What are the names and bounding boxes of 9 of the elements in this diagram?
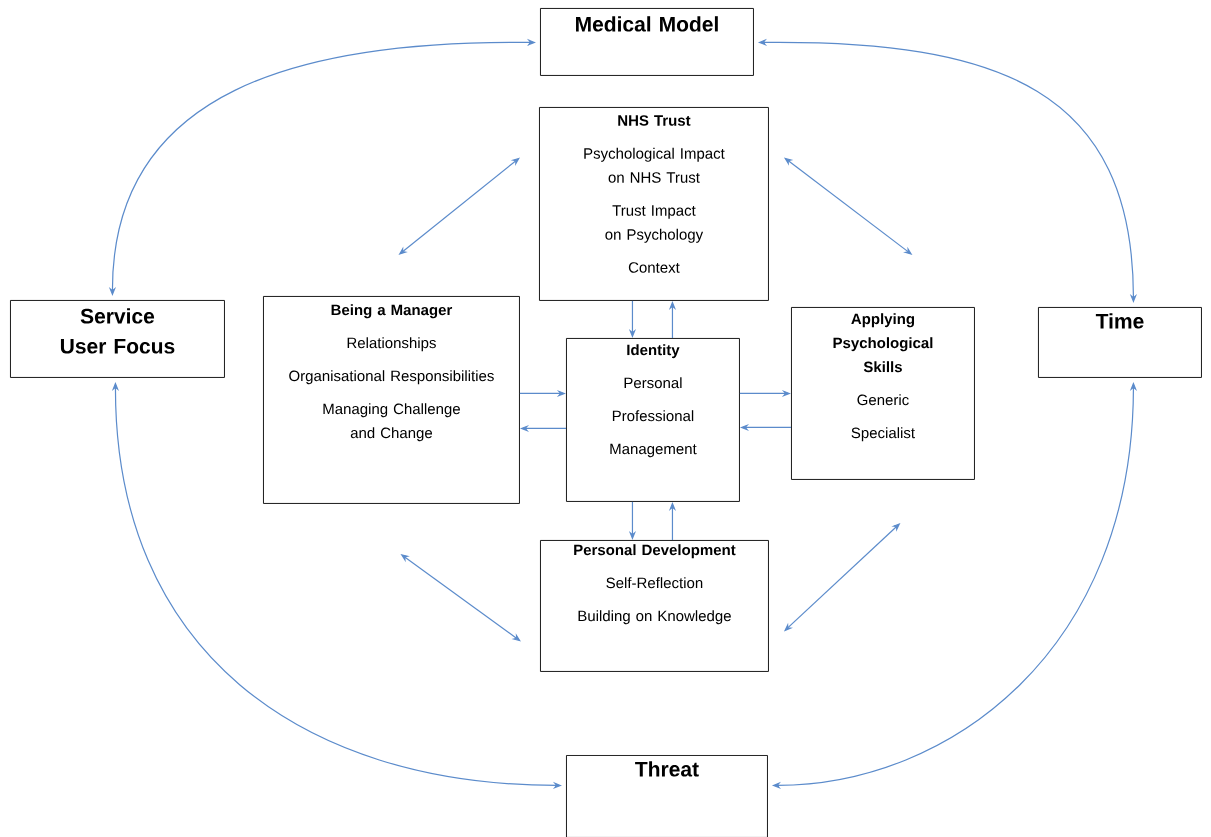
text-box: Threat	[566, 755, 768, 837]
text-box: Personal Development Self-Reflection Building on Knowledge	[540, 540, 769, 672]
text-box: Medical Model	[540, 8, 754, 76]
text-box: NHS Trust Psychological Impact on NHS Trust Trust Impact on Psychology Context	[539, 107, 769, 301]
text-box: Being a Manager Relationships Organisational Responsibilities Managing Challenge and Change	[263, 296, 520, 504]
text-box: Service User Focus	[10, 300, 225, 378]
text-box: Identity Personal Professional Management	[566, 338, 740, 502]
text-box: Applying Psychological Skills Generic Specialist	[791, 307, 975, 480]
text-box: Time	[1038, 307, 1202, 378]
